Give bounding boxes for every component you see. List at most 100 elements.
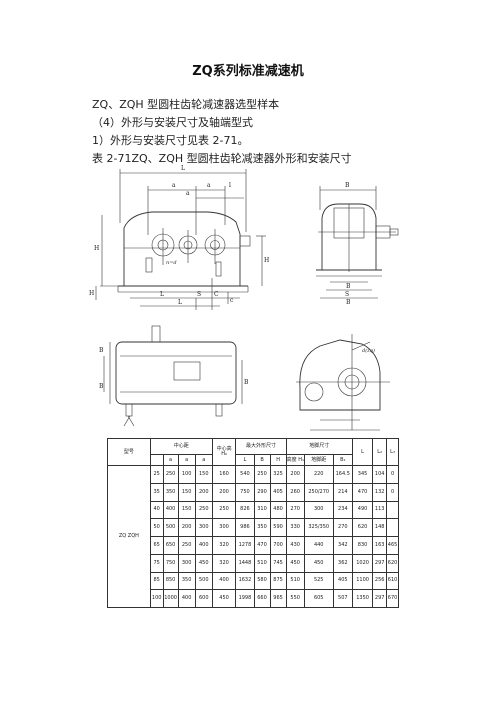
table-cell: 325/350 xyxy=(303,518,334,537)
table-cell: 400 xyxy=(177,589,196,608)
table-cell: 100 xyxy=(149,589,164,608)
page-title: ZQ系列标准减速机 xyxy=(192,64,304,79)
table-cell: 540 xyxy=(235,465,255,484)
table-cell: 550 xyxy=(285,589,305,608)
table-cell: 75 xyxy=(149,553,164,573)
dim-B1: B xyxy=(346,283,351,290)
table-cell: 826 xyxy=(235,500,255,520)
table-cell: 132 xyxy=(372,482,388,502)
technical-drawing: L a a l a H H H n=d L S C L c B B S B B … xyxy=(89,165,399,431)
table-cell: 234 xyxy=(332,500,353,520)
front-view xyxy=(95,169,266,310)
table-cell: 200 xyxy=(211,482,237,502)
th-B1: B₁ xyxy=(332,454,353,466)
table-cell: 150 xyxy=(194,465,213,484)
table-cell: 350 xyxy=(253,518,271,537)
table-cell: 150 xyxy=(177,482,196,502)
table-cell: 580 xyxy=(253,571,271,591)
table-cell: 300 xyxy=(211,518,237,537)
th-model: 型号 xyxy=(107,438,151,466)
table-cell: 220 xyxy=(303,465,334,484)
dim-L: L xyxy=(181,165,185,172)
table-cell: 320 xyxy=(211,553,237,573)
table-cell: 260 xyxy=(285,482,305,502)
table-cell: 300 xyxy=(177,553,196,573)
table-cell: 440 xyxy=(303,536,334,555)
table-cell: 986 xyxy=(235,518,255,537)
th-H: H xyxy=(269,454,287,466)
th-mounting: 地脚尺寸 xyxy=(285,438,353,455)
table-cell: 620 xyxy=(351,518,374,537)
table-cell: 0 xyxy=(386,465,399,484)
table-cell: 164.5 xyxy=(332,465,353,484)
table-cell: 430 xyxy=(285,536,305,555)
table-cell: 345 xyxy=(351,465,374,484)
dim-H1: H xyxy=(89,290,94,297)
table-cell: 750 xyxy=(162,553,179,573)
table-cell: 214 xyxy=(332,482,353,502)
table-cell: 200 xyxy=(177,518,196,537)
table-cell: 750 xyxy=(235,482,255,502)
table-cell: 270 xyxy=(332,518,353,537)
table-cell: 310 xyxy=(253,500,271,520)
table-cell: 700 xyxy=(269,536,287,555)
table-cell: 342 xyxy=(332,536,353,555)
table-cell: 148 xyxy=(372,518,388,537)
table-cell: 525 xyxy=(303,571,334,591)
dim-S: S xyxy=(197,291,201,298)
table-cell: 104 xyxy=(372,465,388,484)
th-L: L xyxy=(351,438,374,466)
th-H1: 高度 H₁ xyxy=(285,454,305,466)
dim-B3: B xyxy=(99,383,104,390)
table-cell: 85 xyxy=(149,571,164,591)
table-cell: 256 xyxy=(372,571,388,591)
table-cell: 965 xyxy=(269,589,287,608)
table-cell: 35 xyxy=(149,482,164,502)
table-cell: 300 xyxy=(194,518,213,537)
table-cell: 297 xyxy=(372,553,388,573)
table-cell: 250 xyxy=(162,465,179,484)
table-cell: 270 xyxy=(285,500,305,520)
table-cell: 350 xyxy=(162,482,179,502)
table-cell: 100 xyxy=(177,465,196,484)
table-cell: 875 xyxy=(269,571,287,591)
text-line-4: 表 2-71ZQ、ZQH 型圆柱齿轮减速器外形和安装尺寸 xyxy=(92,152,352,165)
dim-c1: c xyxy=(230,297,234,304)
th-max-dims: 最大外形尺寸 xyxy=(235,438,287,455)
th-a1: a xyxy=(194,454,213,466)
table-cell: 250 xyxy=(194,500,213,520)
table-cell: 320 xyxy=(211,536,237,555)
table-cell: 1632 xyxy=(235,571,255,591)
plan-view xyxy=(103,325,243,427)
table-cell: 670 xyxy=(386,589,399,608)
table-cell: 850 xyxy=(162,571,179,591)
text-line-3: 1）外形与安装尺寸见表 2-71。 xyxy=(92,134,249,147)
table-cell: 113 xyxy=(372,500,388,520)
table-cell: 450 xyxy=(211,589,237,608)
table-cell: 480 xyxy=(269,500,287,520)
dim-B: B xyxy=(345,182,350,189)
table-cell: 200 xyxy=(194,482,213,502)
table-cell: 65 xyxy=(149,536,164,555)
table-cell: 1020 xyxy=(351,553,374,573)
dim-a1: a xyxy=(207,182,211,189)
table-cell: 470 xyxy=(253,536,271,555)
table-cell: 400 xyxy=(162,500,179,520)
table-cell: 500 xyxy=(194,571,213,591)
dim-aT: a xyxy=(172,182,176,189)
end-view xyxy=(296,334,390,431)
table-cell: 620 xyxy=(386,553,399,573)
table-cell: 650 xyxy=(162,536,179,555)
dim-B2-right: B xyxy=(244,379,249,386)
dim-a: a xyxy=(186,190,190,197)
table-cell: 600 xyxy=(194,589,213,608)
dim-S1: S xyxy=(345,291,349,298)
table-cell: 400 xyxy=(211,571,237,591)
